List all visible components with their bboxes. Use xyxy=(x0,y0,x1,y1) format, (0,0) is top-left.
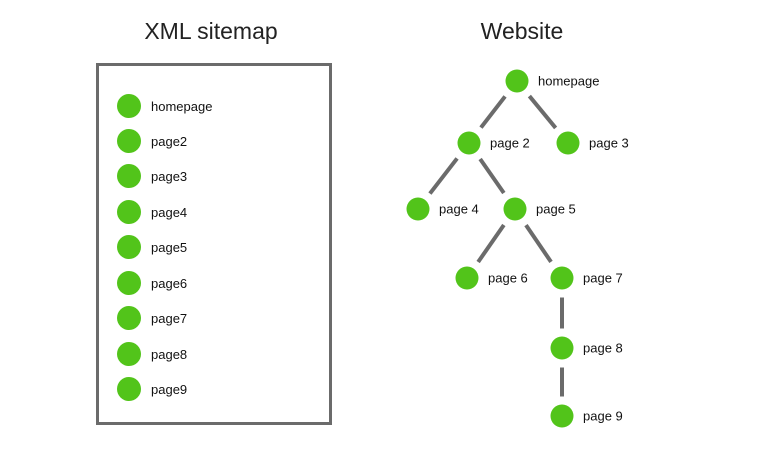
page-node-icon xyxy=(556,131,580,155)
page-node-icon xyxy=(117,129,141,153)
tree-node-page6: page 6 xyxy=(455,266,528,290)
tree-node-page8: page 8 xyxy=(550,336,623,360)
tree-edge-page2-page4 xyxy=(428,157,459,195)
page-node-icon xyxy=(117,306,141,330)
page-node-icon xyxy=(457,131,481,155)
tree-node-page5: page 5 xyxy=(503,197,576,221)
tree-node-label: page 5 xyxy=(536,202,576,217)
sitemap-item-label: page8 xyxy=(151,346,188,362)
sitemap-item-label: page7 xyxy=(151,310,188,326)
page-node-icon xyxy=(117,271,141,295)
page-node-icon xyxy=(117,235,141,259)
tree-node-label: page 2 xyxy=(490,136,530,151)
tree-node-label: page 9 xyxy=(583,409,623,424)
tree-edge-homepage-page3 xyxy=(527,94,558,130)
page-node-icon xyxy=(117,342,141,366)
tree-node-label: page 4 xyxy=(439,202,479,217)
sitemap-panel: homepage page2 page3 page4 page5 page6 page7 pa… xyxy=(96,63,332,425)
sitemap-item-page8: page8 xyxy=(117,342,187,366)
sitemap-item-label: page9 xyxy=(151,381,188,397)
sitemap-item-page6: page6 xyxy=(117,271,187,295)
tree-node-homepage: homepage xyxy=(505,69,599,93)
tree-node-page2: page 2 xyxy=(457,131,530,155)
sitemap-item-label: page4 xyxy=(151,204,188,220)
tree-node-page3: page 3 xyxy=(556,131,629,155)
sitemap-item-page4: page4 xyxy=(117,200,187,224)
sitemap-item-homepage: homepage xyxy=(117,94,212,118)
page-node-icon xyxy=(406,197,430,221)
sitemap-item-page9: page9 xyxy=(117,377,187,401)
tree-node-page9: page 9 xyxy=(550,404,623,428)
sitemap-item-page3: page3 xyxy=(117,164,187,188)
page-node-icon xyxy=(117,200,141,224)
page-node-icon xyxy=(505,69,529,93)
page-node-icon xyxy=(117,164,141,188)
page-node-icon xyxy=(117,94,141,118)
page-node-icon xyxy=(503,197,527,221)
page-node-icon xyxy=(117,377,141,401)
sitemap-item-label: page3 xyxy=(151,168,188,184)
tree-edge-homepage-page2 xyxy=(479,95,507,129)
sitemap-item-page7: page7 xyxy=(117,306,187,330)
tree-node-label: page 8 xyxy=(583,341,623,356)
tree-edge-page2-page5 xyxy=(478,157,506,195)
sitemap-title: XML sitemap xyxy=(144,18,278,44)
tree-node-label: page 3 xyxy=(589,136,629,151)
sitemap-item-label: homepage xyxy=(151,98,213,114)
sitemap-item-label: page5 xyxy=(151,239,188,255)
sitemap-item-label: page6 xyxy=(151,275,188,291)
sitemap-item-page5: page5 xyxy=(117,235,187,259)
tree-node-page7: page 7 xyxy=(550,266,623,290)
website-title: Website xyxy=(480,18,564,44)
page-node-icon xyxy=(550,404,574,428)
sitemap-item-page2: page2 xyxy=(117,129,187,153)
page-node-icon xyxy=(550,266,574,290)
page-node-icon xyxy=(550,336,574,360)
tree-edge-page5-page6 xyxy=(476,223,506,264)
sitemap-item-label: page2 xyxy=(151,133,188,149)
tree-node-page4: page 4 xyxy=(406,197,479,221)
tree-edge-page5-page7 xyxy=(524,223,553,264)
tree-node-label: homepage xyxy=(538,74,599,89)
tree-node-label: page 6 xyxy=(488,271,528,286)
tree-node-label: page 7 xyxy=(583,271,623,286)
page-node-icon xyxy=(455,266,479,290)
